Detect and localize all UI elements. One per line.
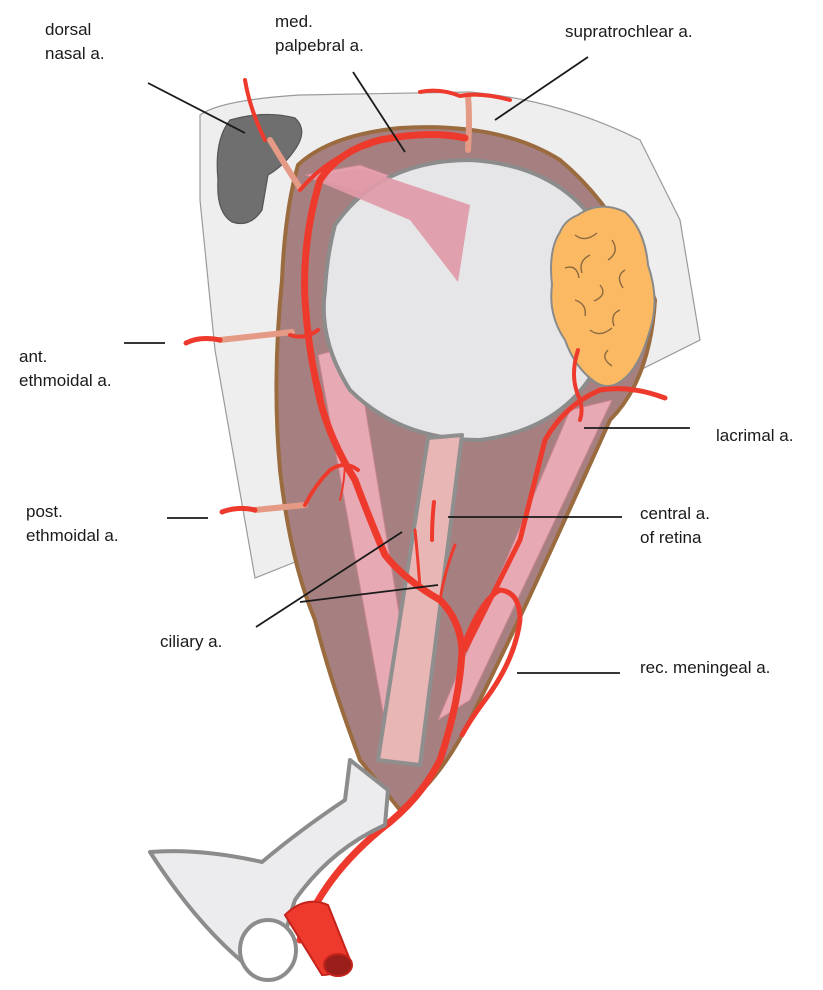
carotid-lumen — [324, 954, 352, 976]
label-ciliary-arteries: ciliary a. — [160, 630, 222, 654]
label-medial-palpebral-artery: med. palpebral a. — [275, 10, 364, 58]
optic-canal-opening — [240, 920, 296, 980]
label-supratrochlear-artery: supratrochlear a. — [565, 20, 693, 44]
label-dorsal-nasal-artery: dorsal nasal a. — [45, 18, 105, 66]
label-posterior-ethmoidal-artery: post. ethmoidal a. — [26, 500, 119, 548]
label-lacrimal-artery: lacrimal a. — [716, 424, 793, 448]
label-anterior-ethmoidal-artery: ant. ethmoidal a. — [19, 345, 112, 393]
label-recurrent-meningeal-artery: rec. meningeal a. — [640, 656, 770, 680]
label-central-retinal-artery: central a. of retina — [640, 502, 710, 550]
